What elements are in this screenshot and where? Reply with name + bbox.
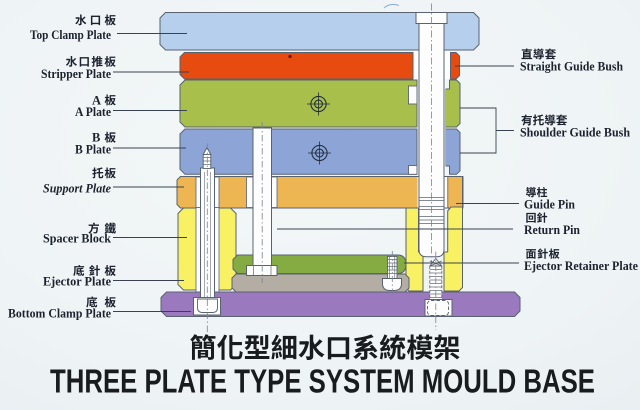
svg-text:Spacer Block: Spacer Block	[43, 231, 111, 245]
svg-text:A Plate: A Plate	[75, 105, 112, 119]
svg-text:Guide Pin: Guide Pin	[524, 197, 575, 211]
svg-text:Support Plate: Support Plate	[43, 182, 112, 196]
svg-text:Bottom Clamp Plate: Bottom Clamp Plate	[8, 306, 112, 320]
svg-text:Top Clamp Plate: Top Clamp Plate	[30, 28, 111, 42]
svg-text:Return Pin: Return Pin	[524, 223, 580, 237]
svg-text:B Plate: B Plate	[75, 143, 112, 157]
svg-text:Ejector Retainer Plate: Ejector Retainer Plate	[524, 259, 639, 273]
svg-text:B: B	[92, 131, 100, 145]
svg-text:Stripper Plate: Stripper Plate	[41, 67, 112, 81]
svg-text:Straight Guide Bush: Straight Guide Bush	[520, 59, 623, 73]
svg-text:A: A	[92, 93, 101, 107]
svg-text:THREE PLATE TYPE SYSTEM MOULD: THREE PLATE TYPE SYSTEM MOULD BASE	[50, 363, 595, 400]
svg-text:Shoulder Guide Bush: Shoulder Guide Bush	[520, 125, 630, 139]
svg-text:Ejector Plate: Ejector Plate	[43, 275, 112, 289]
